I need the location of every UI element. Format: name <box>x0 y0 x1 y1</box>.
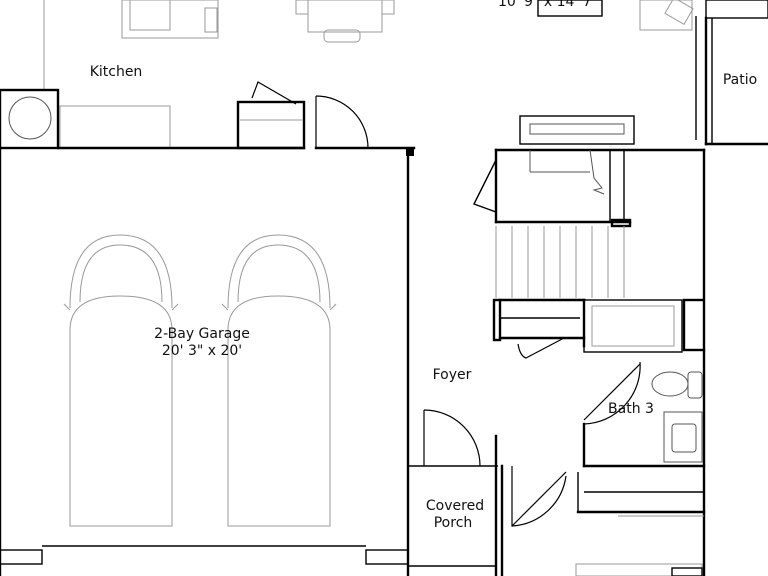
room-dims-garage: 20' 3" x 20' <box>162 343 242 359</box>
toilet-icon <box>651 371 703 399</box>
garage-area <box>0 146 414 576</box>
stair-area <box>473 115 706 300</box>
room-label-covered-porch-2: Porch <box>434 515 473 531</box>
kitchen-area <box>0 0 416 150</box>
room-label-patio: Patio <box>723 72 757 88</box>
foyer-area <box>408 409 567 576</box>
room-label-garage: 2-Bay Garage <box>154 326 250 342</box>
sink-icon <box>663 411 703 463</box>
room-label-bath-3: Bath 3 <box>608 401 654 417</box>
bath-area <box>492 298 706 576</box>
car-icon <box>63 234 179 527</box>
room-label-kitchen: Kitchen <box>90 64 143 80</box>
room-label-top-dims: 10' 9" x 14' 7" <box>498 0 598 10</box>
room-label-foyer: Foyer <box>433 367 472 383</box>
patio-area <box>537 0 768 146</box>
car-icon <box>221 234 337 527</box>
room-label-covered-porch-1: Covered <box>426 498 484 514</box>
